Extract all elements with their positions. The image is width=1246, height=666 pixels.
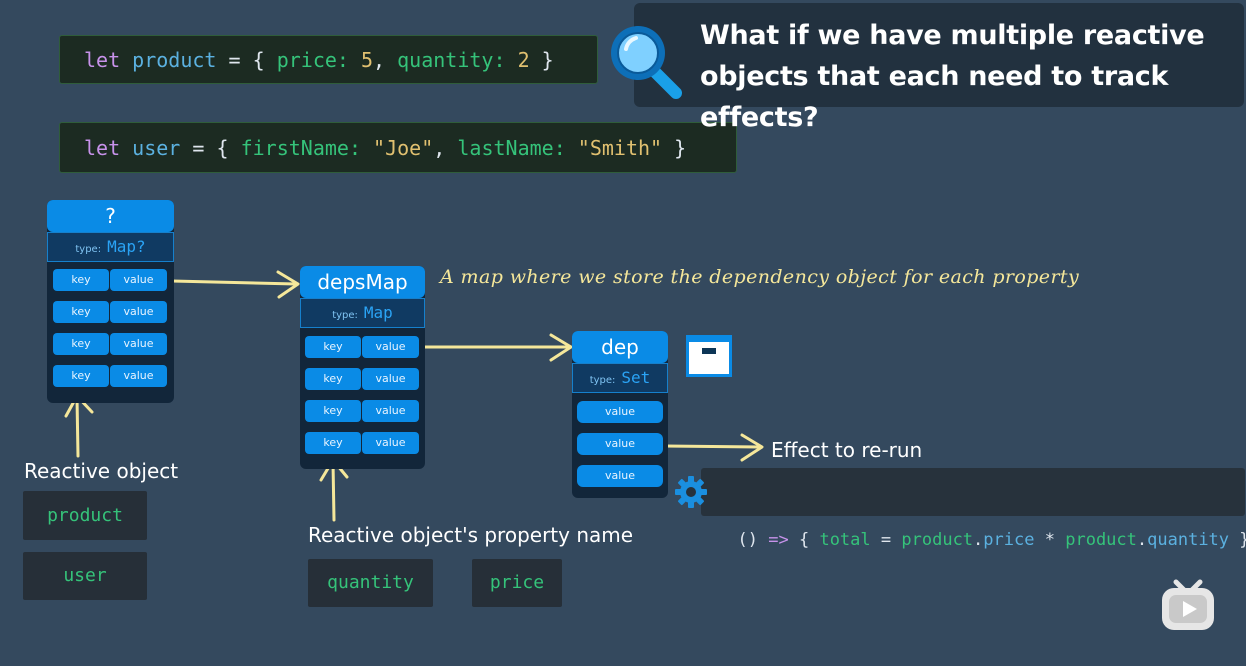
prop-quantity: quantity: xyxy=(397,47,506,72)
var-name: product xyxy=(132,47,217,72)
keyword-let: let xyxy=(84,47,121,72)
arrow-up-to-map xyxy=(75,396,80,458)
row-value: value xyxy=(362,336,419,358)
magnifier-icon xyxy=(611,26,682,99)
row-value: value xyxy=(110,333,167,355)
effect-quantity: quantity xyxy=(1147,530,1230,550)
row-value: value xyxy=(110,269,167,291)
effect-dot-2: . xyxy=(1136,530,1148,550)
brace-close: } xyxy=(541,47,554,72)
arrow-dep-to-effect xyxy=(662,444,762,449)
property-name-label: Reactive object's property name xyxy=(308,523,634,547)
effect-eq: = xyxy=(880,530,892,550)
value-lastname: "Smith" xyxy=(577,135,663,160)
type-value: Map? xyxy=(107,237,146,256)
reactive-object-label: Reactive object xyxy=(24,459,179,483)
brace-open: { xyxy=(252,47,265,72)
operator: = xyxy=(228,47,241,72)
target-map-type: type: Map? xyxy=(47,232,174,262)
depsmap-annotation: A map where we store the dependency obje… xyxy=(440,266,1080,288)
effect-mul: * xyxy=(1044,530,1055,550)
dep-type: type: Set xyxy=(572,363,668,393)
question-line-2: objects that each need to track effects? xyxy=(700,61,1169,133)
prop-lastname: lastName: xyxy=(457,135,566,160)
set-value: value xyxy=(577,465,663,487)
effect-code: () => { total = product.price * product.… xyxy=(701,468,1246,550)
arrow-map-to-depsmap xyxy=(170,279,298,286)
effect-brace-close: } xyxy=(1239,530,1246,550)
set-value: value xyxy=(577,433,663,455)
archive-box-icon xyxy=(686,335,732,377)
brace-close: } xyxy=(674,135,687,160)
row-value: value xyxy=(110,301,167,323)
row-key: key xyxy=(305,400,361,422)
chip-quantity: quantity xyxy=(308,559,433,607)
dep-box: dep type: Set value value value xyxy=(572,331,668,498)
effect-parens: () xyxy=(737,530,758,550)
prop-price: price: xyxy=(276,47,349,72)
value-quantity: 2 xyxy=(517,47,530,72)
row-value: value xyxy=(110,365,167,387)
effect-product-1: product xyxy=(901,530,974,550)
dep-title: dep xyxy=(572,331,668,363)
value-price: 5 xyxy=(361,47,374,72)
question-line-1: What if we have multiple reactive xyxy=(700,20,1205,51)
type-label: type: xyxy=(75,244,102,255)
keyword-let: let xyxy=(84,135,121,160)
gear-icon xyxy=(675,476,707,508)
prop-firstname: firstName: xyxy=(240,135,361,160)
code-user-object: let user = { firstName: "Joe", lastName:… xyxy=(59,122,737,173)
brace-open: { xyxy=(216,135,229,160)
type-value: Set xyxy=(621,368,651,387)
effect-total: total xyxy=(819,530,871,550)
arrow-up-to-depsmap xyxy=(331,460,336,522)
chip-product: product xyxy=(23,491,147,540)
effect-label: Effect to re-run xyxy=(771,438,923,462)
row-value: value xyxy=(362,432,419,454)
effect-dot-1: . xyxy=(973,530,984,550)
value-firstname: "Joe" xyxy=(373,135,434,160)
row-key: key xyxy=(305,336,361,358)
row-key: key xyxy=(305,432,361,454)
chip-user: user xyxy=(23,552,147,600)
operator: = xyxy=(192,135,205,160)
code-product-object: let product = { price: 5, quantity: 2 } xyxy=(59,35,598,84)
effect-price: price xyxy=(983,530,1035,550)
row-key: key xyxy=(53,333,109,355)
row-key: key xyxy=(53,269,109,291)
comma: , xyxy=(433,135,446,160)
type-value: Map xyxy=(363,303,393,322)
tv-logo-icon xyxy=(1162,579,1214,630)
row-key: key xyxy=(53,301,109,323)
question-banner: What if we have multiple reactive object… xyxy=(611,3,1244,133)
effect-arrow: => xyxy=(768,530,789,550)
row-key: key xyxy=(53,365,109,387)
depsmap-type: type: Map xyxy=(300,298,425,328)
comma: , xyxy=(373,47,386,72)
target-map-title: ? xyxy=(47,200,174,232)
row-value: value xyxy=(362,368,419,390)
effect-brace-open: { xyxy=(798,530,810,550)
chip-price: price xyxy=(472,559,562,607)
effect-product-2: product xyxy=(1065,530,1137,550)
var-name: user xyxy=(132,135,181,160)
type-label: type: xyxy=(589,375,616,386)
set-value: value xyxy=(577,401,663,423)
row-value: value xyxy=(362,400,419,422)
type-label: type: xyxy=(332,310,358,321)
depsmap-title: depsMap xyxy=(300,266,425,298)
row-key: key xyxy=(305,368,361,390)
